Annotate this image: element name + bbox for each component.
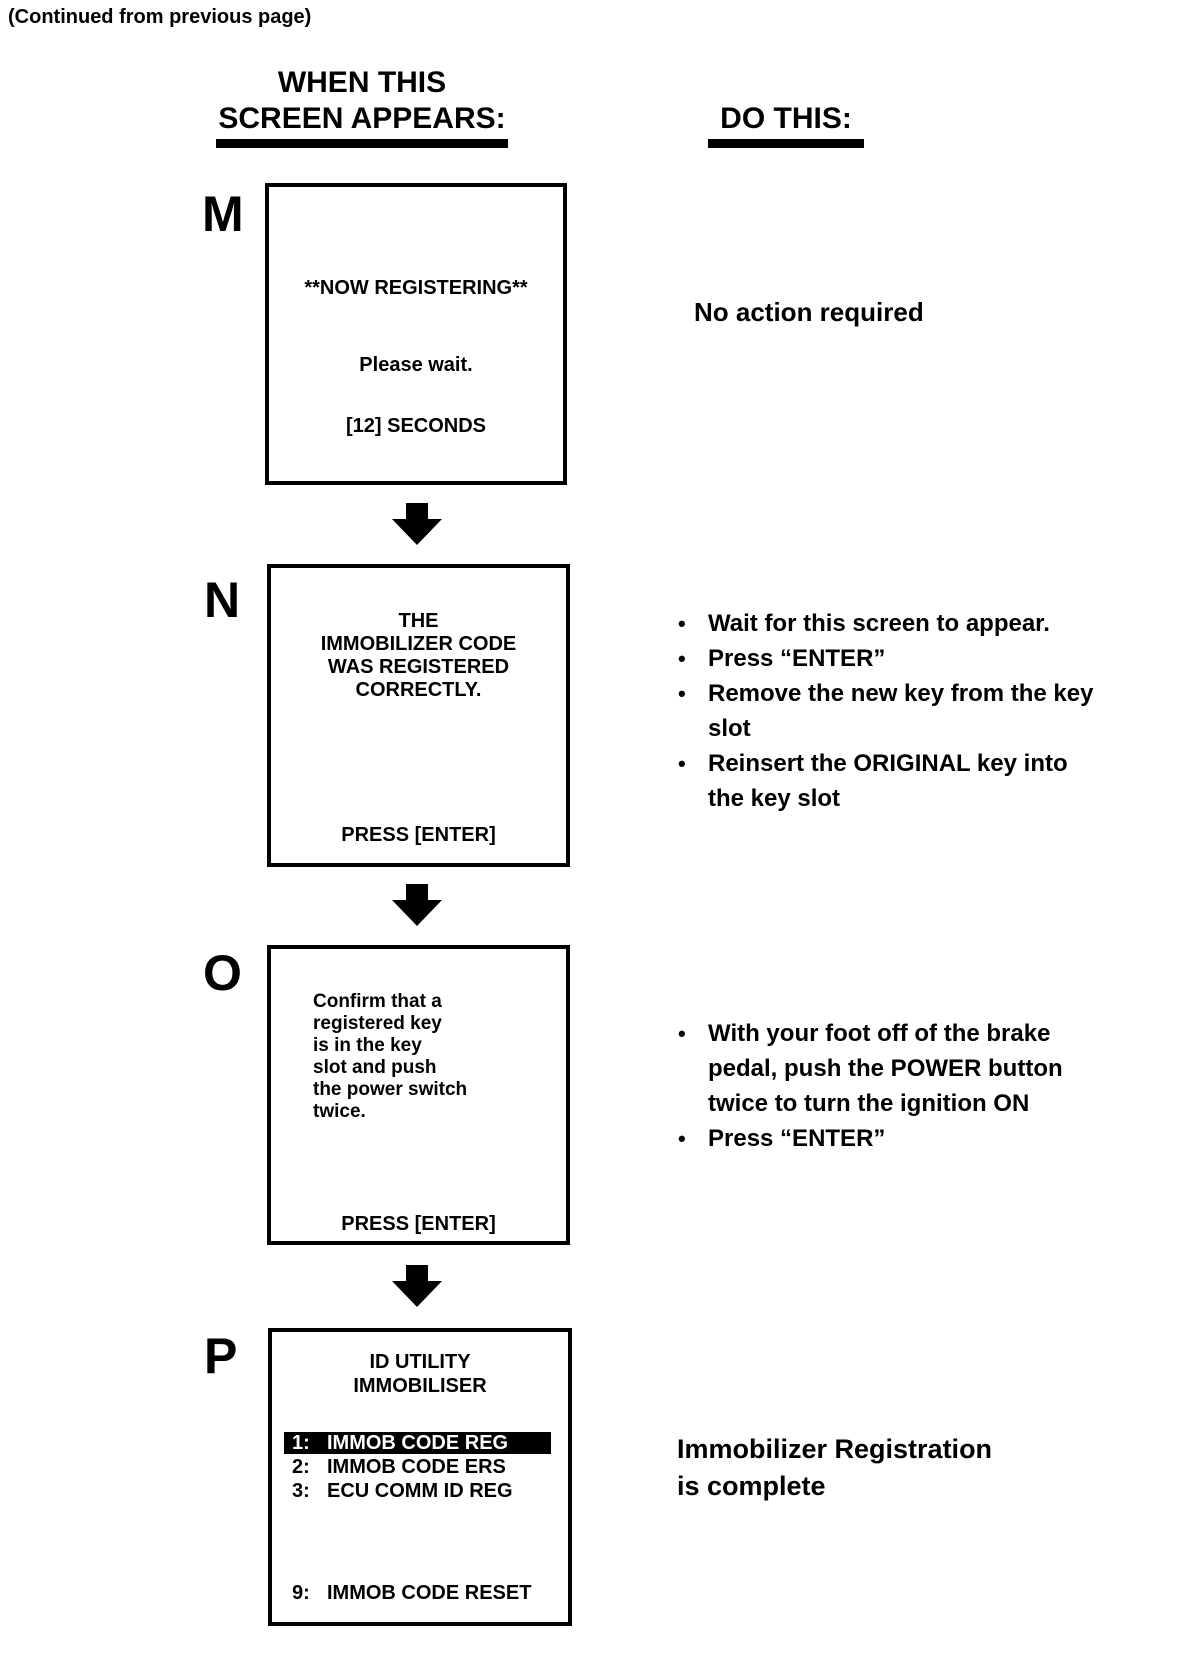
bullet-marker: • (678, 1126, 686, 1151)
action-note-line: is complete (677, 1471, 826, 1501)
bullet-marker: • (678, 646, 686, 671)
bullet-marker: • (678, 611, 686, 636)
column-header-line: WHEN THIS (277, 66, 447, 99)
down-arrow-icon (392, 1265, 442, 1307)
screen-message: THE IMMOBILIZER CODE WAS REGISTERED CORR… (271, 610, 566, 702)
bullet-text: Press “ENTER” (708, 1125, 886, 1152)
menu-item-label: IMMOB CODE REG (327, 1431, 509, 1454)
screen-text: is in the key (313, 1035, 422, 1056)
screen-message: Confirm that a registered key is in the … (313, 991, 467, 1123)
bullet-marker: • (678, 751, 686, 776)
menu-item-ecu-comm-id-reg: 3: ECU COMM ID REG (284, 1480, 564, 1502)
step-letter-p: P (204, 1328, 238, 1384)
screen-text: **NOW REGISTERING** (304, 277, 528, 299)
screen-box-n: THE IMMOBILIZER CODE WAS REGISTERED CORR… (267, 564, 570, 867)
screen-text: IMMOBILISER (353, 1375, 487, 1397)
screen-text: CORRECTLY. (355, 679, 482, 701)
action-bullet-list-o: • With your foot off of the brake pedal,… (678, 1016, 1138, 1156)
menu-item-number: 1: (292, 1431, 310, 1454)
down-arrow-icon (392, 884, 442, 926)
bullet-item: • Press “ENTER” (678, 641, 1138, 676)
screen-text: slot and push (313, 1057, 437, 1078)
bullet-item: • Wait for this screen to appear. (678, 606, 1138, 641)
menu-item-number: 3: (292, 1479, 310, 1502)
screen-box-m: **NOW REGISTERING** Please wait. [12] SE… (265, 183, 567, 485)
bullet-item: • Reinsert the ORIGINAL key into the key… (678, 746, 1138, 816)
bullet-item: • With your foot off of the brake pedal,… (678, 1016, 1138, 1121)
screen-title: ID UTILITY IMMOBILISER (272, 1350, 568, 1398)
step-letter-n: N (204, 572, 241, 628)
step-letter-o: O (203, 945, 242, 1001)
screen-text: Please wait. (359, 354, 473, 376)
menu-item-label: ECU COMM ID REG (327, 1479, 513, 1502)
action-note-m: No action required (694, 297, 924, 327)
bullet-text: With your foot off of the brake pedal, p… (708, 1020, 1063, 1117)
menu-item-immob-code-reset: 9: IMMOB CODE RESET (284, 1582, 564, 1604)
screen-footer-press-enter: PRESS [ENTER] (341, 824, 496, 846)
screen-text: IMMOBILIZER CODE (320, 633, 517, 655)
screen-text: twice. (313, 1101, 366, 1122)
action-bullet-list-n: • Wait for this screen to appear. • Pres… (678, 606, 1138, 816)
menu-item-number: 2: (292, 1455, 310, 1478)
bullet-text: Remove the new key from the key slot (708, 680, 1094, 742)
screen-text: registered key (313, 1013, 442, 1034)
screen-text: Confirm that a (313, 991, 442, 1012)
screen-text: [12] SECONDS (345, 415, 487, 437)
bullet-text: Wait for this screen to appear. (708, 610, 1050, 637)
menu-item-number: 9: (292, 1581, 310, 1604)
screen-text: the power switch (313, 1079, 468, 1100)
bullet-text: Press “ENTER” (708, 645, 886, 672)
screen-text: WAS REGISTERED (327, 656, 510, 678)
menu-item-label: IMMOB CODE RESET (327, 1581, 532, 1604)
bullet-text: Reinsert the ORIGINAL key into the key s… (708, 750, 1068, 812)
bullet-item: • Remove the new key from the key slot (678, 676, 1138, 746)
screen-box-o: Confirm that a registered key is in the … (267, 945, 570, 1245)
screen-menu: 1: IMMOB CODE REG 2: IMMOB CODE ERS 3: E… (284, 1432, 564, 1606)
action-note-p: Immobilizer Registration is complete (677, 1431, 992, 1505)
continued-note: (Continued from previous page) (8, 6, 312, 28)
screen-box-p: ID UTILITY IMMOBILISER 1: IMMOB CODE REG… (268, 1328, 572, 1626)
screen-footer-press-enter: PRESS [ENTER] (341, 1213, 496, 1235)
down-arrow-icon (392, 503, 442, 545)
column-header-line: SCREEN APPEARS: (218, 102, 506, 135)
screen-text: THE (398, 610, 439, 632)
step-letter-m: M (202, 186, 244, 242)
bullet-marker: • (678, 681, 686, 706)
bullet-marker: • (678, 1021, 686, 1046)
action-note-line: Immobilizer Registration (677, 1434, 993, 1464)
column-header-when-this-screen-appears: WHEN THIS SCREEN APPEARS: (216, 65, 508, 148)
menu-item-immob-code-reg: 1: IMMOB CODE REG (284, 1432, 551, 1454)
menu-item-label: IMMOB CODE ERS (327, 1455, 506, 1478)
menu-item-immob-code-ers: 2: IMMOB CODE ERS (284, 1456, 564, 1478)
screen-text: ID UTILITY (369, 1351, 471, 1373)
bullet-item: • Press “ENTER” (678, 1121, 1138, 1156)
column-header-do-this: DO THIS: (708, 101, 864, 148)
